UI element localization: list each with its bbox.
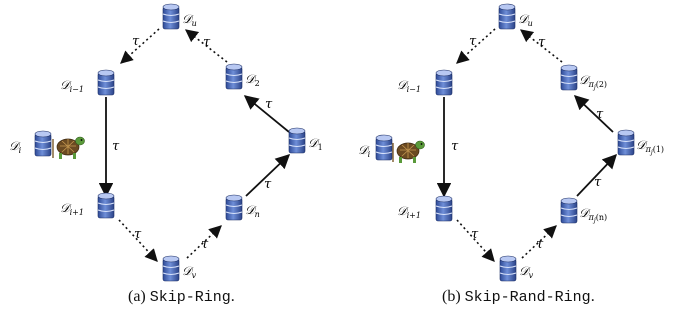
panel-b: τ τ τ τ τ τ τ 𝒟u 𝒟i−1 𝒟i 𝒟i+1 𝒟v	[358, 3, 664, 282]
edge-n-to-1	[245, 154, 291, 197]
edge-u-to-im1	[456, 28, 496, 64]
tau-label: τ	[132, 34, 140, 49]
svg-text:𝒟2: 𝒟2	[245, 72, 260, 88]
svg-text:𝒟u: 𝒟u	[518, 12, 533, 28]
node-u: 𝒟u	[162, 3, 197, 30]
edge-2-to-u	[184, 29, 228, 63]
svg-text:𝒟v: 𝒟v	[519, 264, 534, 280]
database-icon	[288, 127, 306, 154]
caption-end: .	[590, 288, 595, 305]
database-icon	[375, 134, 393, 161]
database-icon	[498, 3, 516, 30]
svg-text:𝒟πj(n): 𝒟πj(n)	[579, 206, 607, 224]
node-i: 𝒟i	[358, 134, 426, 164]
svg-text:𝒟i: 𝒟i	[358, 143, 371, 159]
node-2: 𝒟2	[225, 63, 260, 90]
edge-ip1-to-v	[456, 219, 495, 262]
node-i-minus-1: 𝒟i−1	[397, 69, 453, 96]
node-i: 𝒟i	[9, 130, 86, 160]
tau-label: τ	[469, 34, 477, 49]
node-pi-1: 𝒟πj(1)	[617, 129, 664, 156]
turtle-icon	[392, 140, 426, 164]
svg-text:𝒟i−1: 𝒟i−1	[60, 78, 84, 94]
svg-text:𝒟u: 𝒟u	[182, 12, 197, 28]
tau-label: τ	[201, 237, 209, 252]
database-icon	[499, 255, 517, 282]
tau-label: τ	[112, 139, 120, 154]
node-i-plus-1: 𝒟i+1	[60, 192, 115, 219]
database-icon	[162, 255, 180, 282]
caption-a: (a) Skip-Ring.	[128, 288, 235, 306]
tau-label: τ	[264, 177, 272, 192]
svg-text:𝒟v: 𝒟v	[182, 264, 197, 280]
database-icon	[225, 194, 243, 221]
node-i-minus-1: 𝒟i−1	[60, 69, 115, 96]
tau-label: τ	[451, 139, 459, 154]
edge-1-to-2	[573, 95, 614, 133]
node-pi-2: 𝒟πj(2)	[560, 64, 607, 91]
edge-n-to-1	[576, 153, 617, 197]
database-icon	[34, 130, 52, 157]
tau-label: τ	[538, 35, 546, 50]
node-i-plus-1: 𝒟i+1	[397, 195, 453, 222]
caption-end: .	[230, 288, 235, 305]
turtle-icon	[52, 136, 86, 160]
svg-text:𝒟πj(2): 𝒟πj(2)	[579, 73, 607, 91]
node-u: 𝒟u	[498, 3, 533, 30]
caption-tag: (b)	[442, 288, 461, 305]
caption-name: Skip-Ring	[149, 289, 231, 306]
edge-2-to-u	[519, 29, 563, 63]
svg-text:𝒟πj(1): 𝒟πj(1)	[636, 138, 664, 156]
database-icon	[97, 192, 115, 219]
database-icon	[435, 195, 453, 222]
svg-text:𝒟1: 𝒟1	[308, 136, 323, 152]
tau-label: τ	[265, 97, 273, 112]
svg-text:𝒟n: 𝒟n	[245, 203, 260, 219]
database-icon	[617, 129, 635, 156]
tau-label: τ	[471, 227, 479, 242]
edge-u-to-im1	[120, 28, 160, 64]
tau-label: τ	[203, 35, 211, 50]
node-1: 𝒟1	[288, 127, 323, 154]
database-icon	[162, 3, 180, 30]
caption-name: Skip-Rand-Ring	[464, 289, 591, 306]
node-v: 𝒟v	[162, 255, 197, 282]
node-v: 𝒟v	[499, 255, 534, 282]
tau-label: τ	[134, 227, 142, 242]
panel-a: τ τ τ τ τ τ τ 𝒟u 𝒟i−1 𝒟i 𝒟i+1 𝒟v	[9, 3, 323, 282]
node-pi-n: 𝒟πj(n)	[560, 197, 607, 224]
svg-text:𝒟i+1: 𝒟i+1	[60, 201, 84, 217]
edge-1-to-2	[243, 95, 290, 133]
caption-tag: (a)	[128, 288, 146, 305]
svg-text:𝒟i: 𝒟i	[9, 139, 22, 155]
tau-label: τ	[594, 175, 602, 190]
edge-ip1-to-v	[118, 219, 158, 262]
database-icon	[97, 69, 115, 96]
database-icon	[225, 63, 243, 90]
tau-label: τ	[536, 237, 544, 252]
database-icon	[560, 64, 578, 91]
database-icon	[560, 197, 578, 224]
svg-text:𝒟i−1: 𝒟i−1	[397, 78, 421, 94]
caption-b: (b) Skip-Rand-Ring.	[442, 288, 595, 306]
tau-label: τ	[596, 107, 604, 122]
svg-text:𝒟i+1: 𝒟i+1	[397, 204, 421, 220]
database-icon	[435, 69, 453, 96]
node-n: 𝒟n	[225, 194, 260, 221]
